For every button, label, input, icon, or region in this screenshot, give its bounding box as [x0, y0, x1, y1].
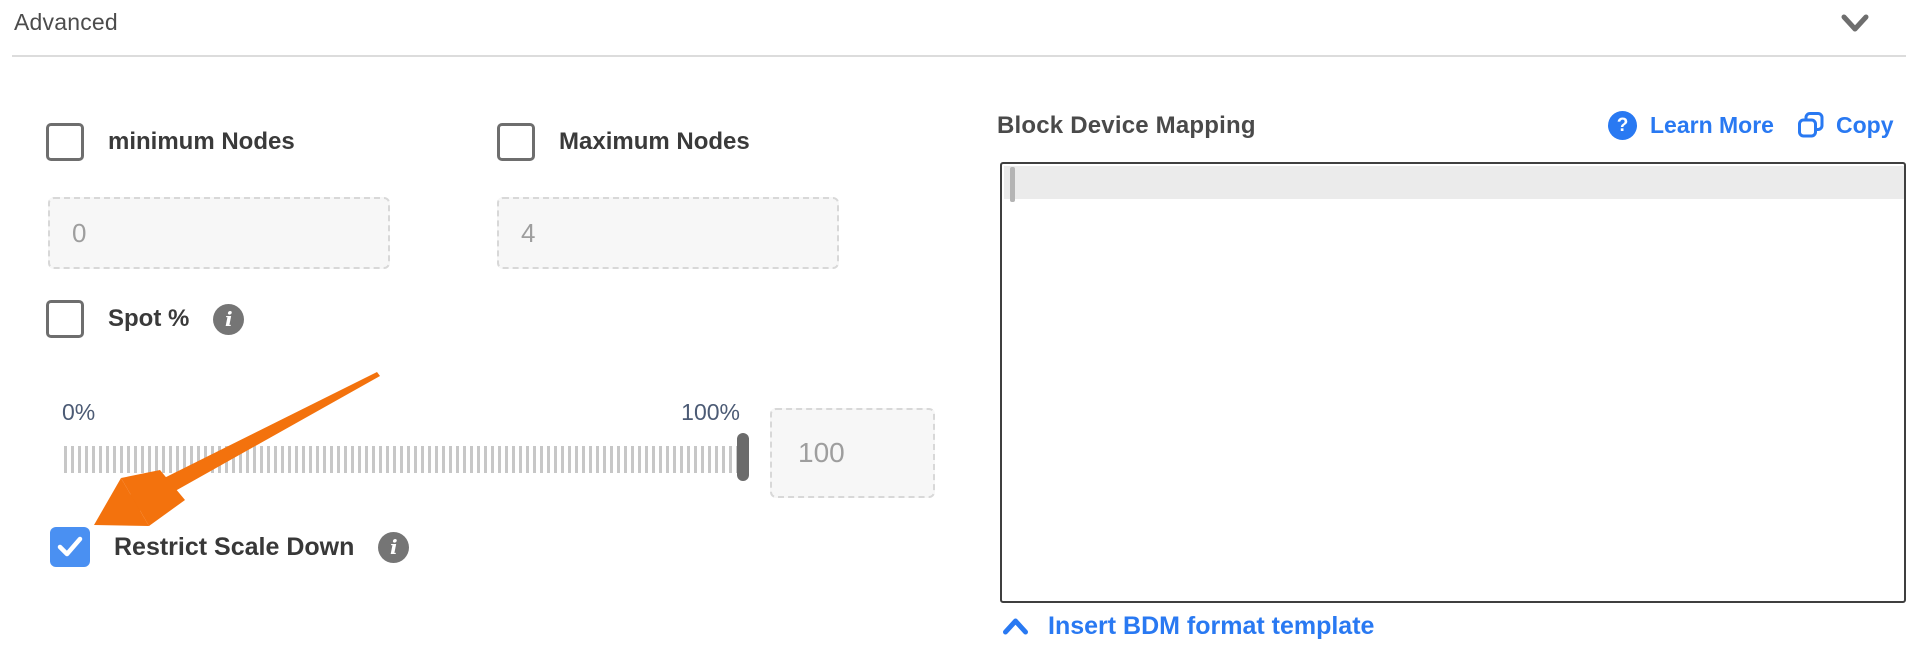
copy-button[interactable]: Copy [1797, 111, 1894, 139]
section-title: Advanced [14, 9, 118, 35]
spot-percent-slider-track[interactable] [64, 446, 738, 473]
spot-percent-value-input[interactable] [770, 408, 935, 498]
learn-more-label: Learn More [1650, 112, 1774, 138]
bdm-title: Block Device Mapping [997, 112, 1256, 139]
checkmark-icon [57, 536, 83, 557]
restrict-info-icon[interactable]: i [378, 531, 410, 563]
spot-percent-checkbox[interactable] [46, 300, 84, 338]
minimum-nodes-checkbox[interactable] [46, 123, 84, 161]
spot-info-icon[interactable]: i [213, 303, 245, 335]
bdm-editor-textarea[interactable] [1000, 162, 1906, 603]
minimum-nodes-group: minimum Nodes [46, 123, 295, 161]
restrict-scale-down-label: Restrict Scale Down [114, 532, 355, 561]
learn-more-link[interactable]: ? Learn More [1608, 111, 1774, 140]
maximum-nodes-input[interactable] [497, 197, 839, 269]
insert-bdm-template-label: Insert BDM format template [1048, 612, 1375, 640]
chevron-up-icon [1003, 618, 1028, 635]
help-icon: ? [1608, 111, 1637, 140]
slider-min-label: 0% [62, 399, 96, 425]
chevron-down-icon[interactable] [1841, 11, 1869, 35]
spot-percent-slider-handle[interactable] [737, 433, 749, 481]
spot-percent-group: Spot % i [46, 300, 245, 338]
insert-bdm-template-link[interactable]: Insert BDM format template [1003, 612, 1374, 641]
maximum-nodes-group: Maximum Nodes [497, 123, 750, 161]
maximum-nodes-label: Maximum Nodes [559, 128, 750, 155]
section-divider [12, 55, 1906, 57]
spot-percent-label: Spot % [108, 305, 190, 332]
minimum-nodes-input[interactable] [48, 197, 390, 269]
slider-max-label: 100% [681, 399, 740, 425]
minimum-nodes-label: minimum Nodes [108, 128, 295, 155]
restrict-scale-down-group: Restrict Scale Down i [50, 527, 410, 567]
editor-cursor [1010, 167, 1015, 202]
editor-active-line [1004, 166, 1904, 199]
restrict-scale-down-checkbox[interactable] [50, 527, 90, 567]
maximum-nodes-checkbox[interactable] [497, 123, 535, 161]
copy-label: Copy [1836, 111, 1894, 138]
copy-icon [1798, 112, 1824, 138]
